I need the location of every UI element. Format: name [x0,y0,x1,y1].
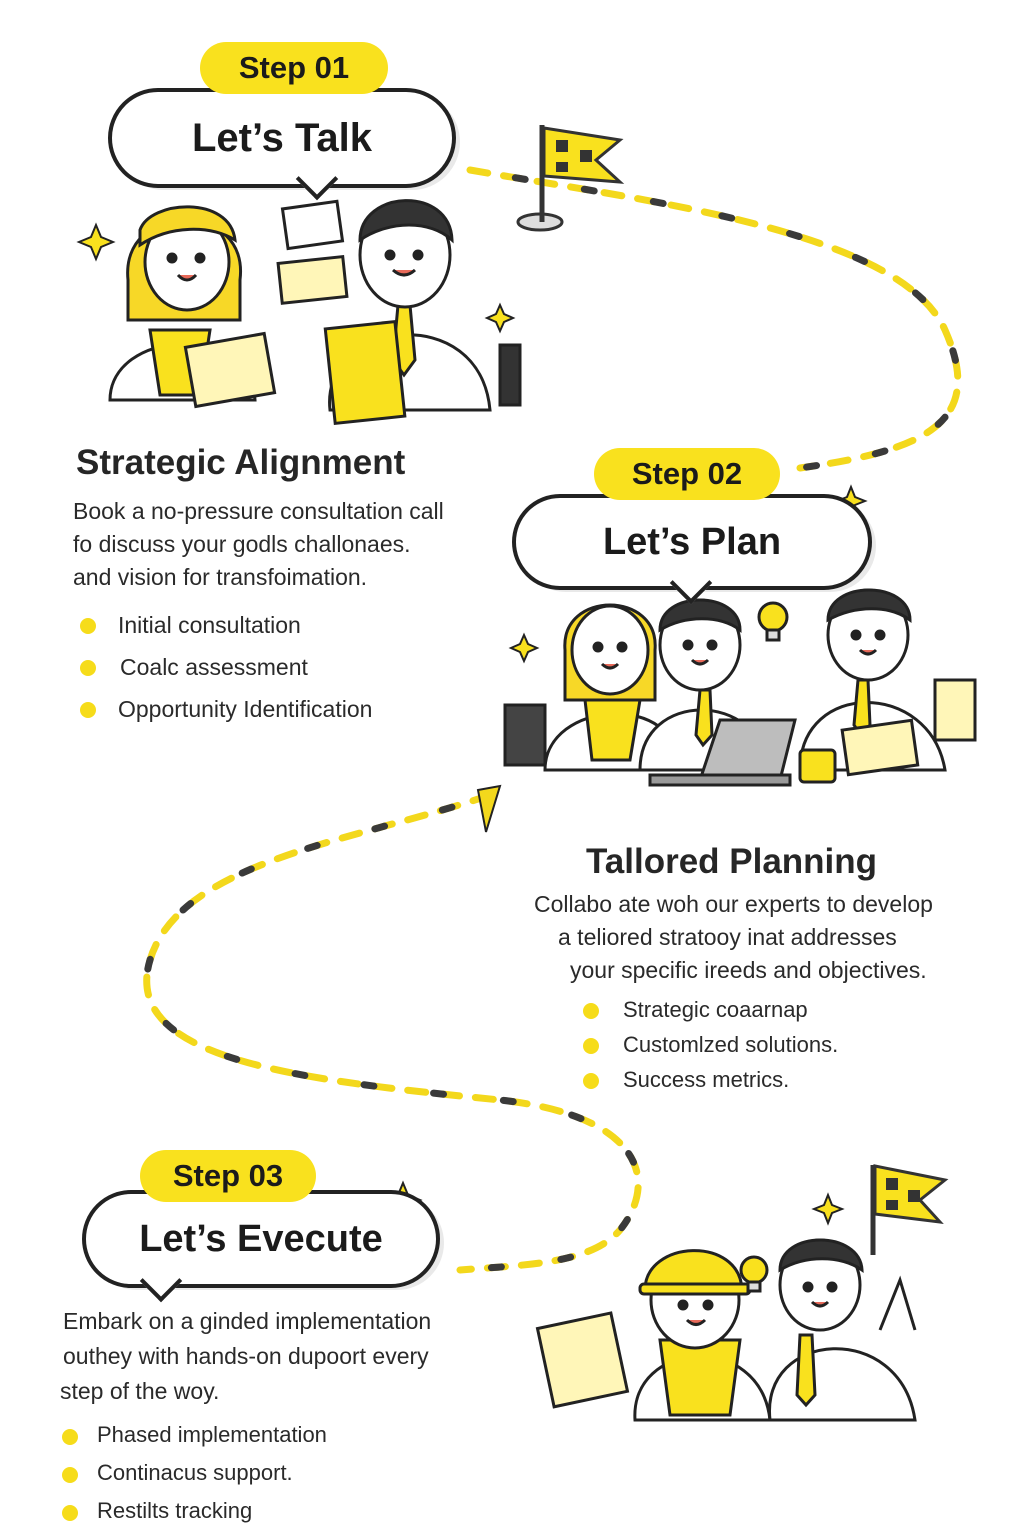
talk-illustration [108,199,522,426]
step-1-label: Step 01 [200,42,388,94]
step-3-bubble-title: Let’s Evecute [139,1218,383,1260]
arrow-head-icon [476,784,502,833]
step-1-description-line: fo discuss your godls challonaes. [73,531,411,557]
checkered-flag-icon [516,125,625,232]
step-3-bullet-list: Phased implementation Continacus support… [62,1422,327,1536]
checkered-flag-icon [870,1164,949,1255]
list-item-label: Success metrics. [623,1067,790,1092]
step-1-description-line: and vision for transfoimation. [73,564,368,590]
list-item: Phased implementation [62,1422,327,1460]
list-item: Continacus support. [62,1460,327,1498]
bullet-dot [583,1038,599,1054]
step-3-description-line: step of the woy. [60,1378,220,1404]
step-1-heading: Strategic Alignment [76,443,406,482]
step-2-description-line: Collabo ate woh our experts to develop [534,891,933,917]
step-2-bullet-list: Strategic coaarnap Customlzed solutions.… [583,997,838,1102]
bullet-dot [62,1429,78,1445]
list-item-label: Opportunity Identification [118,696,373,722]
step-2-bubble-title: Let’s Plan [602,521,782,563]
list-item: Success metrics. [583,1067,838,1102]
list-item-label: Strategic coaarnap [623,997,808,1022]
list-item-label: Continacus support. [97,1460,293,1485]
step-3-label: Step 03 [140,1150,316,1202]
bullet-dot [80,618,96,634]
step-3-description-line: Embark on a ginded implementation [63,1308,432,1334]
list-item: Opportunity Identification [80,696,372,738]
step-3-description: Embark on a ginded implementation outhey… [60,1304,432,1409]
step-1-description: Book a no-pressure consultation call fo … [73,495,444,594]
list-item: Initial consultation [80,612,372,654]
step-3-description-line: outhey with hands-on dupoort every [63,1343,429,1369]
step-1-bubble-title: Let’s Talk [191,116,373,160]
execute-illustration [535,1238,917,1422]
step-2-description-line: a teliored stratooy inat addresses [558,924,897,950]
step-3-speech-bubble: Let’s Evecute [82,1190,440,1303]
list-item: Customlzed solutions. [583,1032,838,1067]
bullet-dot [583,1073,599,1089]
dashed-journey-path [143,166,962,1274]
list-item-label: Restilts tracking [97,1498,253,1523]
clipboard-icon [535,1311,630,1409]
bullet-dot [80,660,96,676]
step-2-heading: Tallored Planning [586,842,878,881]
list-item-label: Initial consultation [118,612,301,638]
step-1-bullet-list: Initial consultation Coalc assessment Op… [80,612,372,738]
step-1-speech-bubble: Let’s Talk [108,88,456,201]
bullet-dot [80,702,96,718]
step-1-description-line: Book a no-pressure consultation call [73,498,444,524]
list-item-label: Customlzed solutions. [623,1032,839,1057]
list-item-label: Phased implementation [97,1422,327,1447]
lightbulb-icon [757,601,789,642]
list-item-label: Coalc assessment [120,654,308,680]
list-item: Coalc assessment [80,654,372,696]
step-2-description-line: your specific ireeds and objectives. [570,957,927,983]
bullet-dot [62,1467,78,1483]
step-2-label: Step 02 [594,448,780,500]
bullet-dot [583,1003,599,1019]
list-item: Strategic coaarnap [583,997,838,1032]
step-2-description: Collabo ate woh our experts to develop a… [534,888,933,987]
list-item: Restilts tracking [62,1498,327,1536]
lightbulb-icon [739,1255,769,1293]
coffee-mug-icon [798,748,837,784]
plan-illustration [503,588,977,787]
step-2-speech-bubble: Let’s Plan [512,494,872,605]
bullet-dot [62,1505,78,1521]
